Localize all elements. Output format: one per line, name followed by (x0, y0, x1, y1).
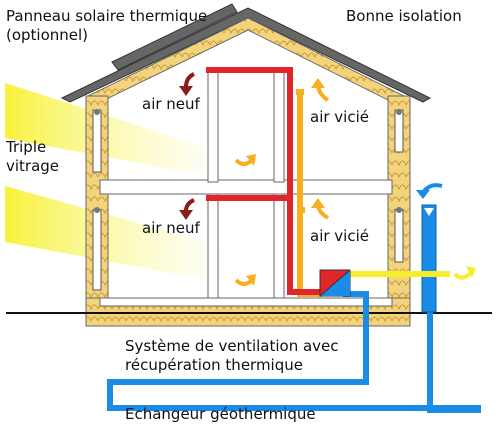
down-arrow-icon (179, 198, 195, 220)
fresh-air-duct (206, 67, 320, 295)
sunlight-beam-upper (5, 83, 230, 180)
geothermal-label: Echangeur géothermique (125, 405, 316, 423)
interior-walls (207, 69, 285, 299)
glazing-sublabel: vitrage (6, 157, 59, 175)
curved-arrow-icon (311, 198, 330, 220)
solar-panel-sublabel: (optionnel) (6, 26, 88, 44)
fresh-air-label-upper: air neuf (142, 95, 201, 113)
curved-arrow-icon (234, 274, 256, 286)
fresh-air-label-lower: air neuf (142, 219, 201, 237)
heat-exchanger-icon (319, 269, 351, 297)
ventilation-sublabel: récupération thermique (125, 356, 303, 374)
curved-arrow-icon (234, 154, 256, 166)
solar-panel-label: Panneau solaire thermique (6, 7, 207, 25)
outer-walls (85, 95, 411, 307)
sunlight-beam-lower (5, 186, 235, 285)
down-arrow-icon (179, 72, 195, 96)
solar-panel (111, 3, 238, 71)
air-intake-column (421, 204, 437, 313)
curved-arrow-icon (311, 78, 330, 102)
ventilation-label: Système de ventilation avec (125, 337, 339, 355)
insulation-label: Bonne isolation (346, 7, 462, 25)
geothermal-pipe (107, 230, 481, 413)
glazing-label: Triple (5, 138, 46, 156)
stale-air-label-lower: air vicié (310, 227, 369, 245)
stale-air-label-upper: air vicié (310, 108, 369, 126)
middle-floor (99, 179, 393, 195)
